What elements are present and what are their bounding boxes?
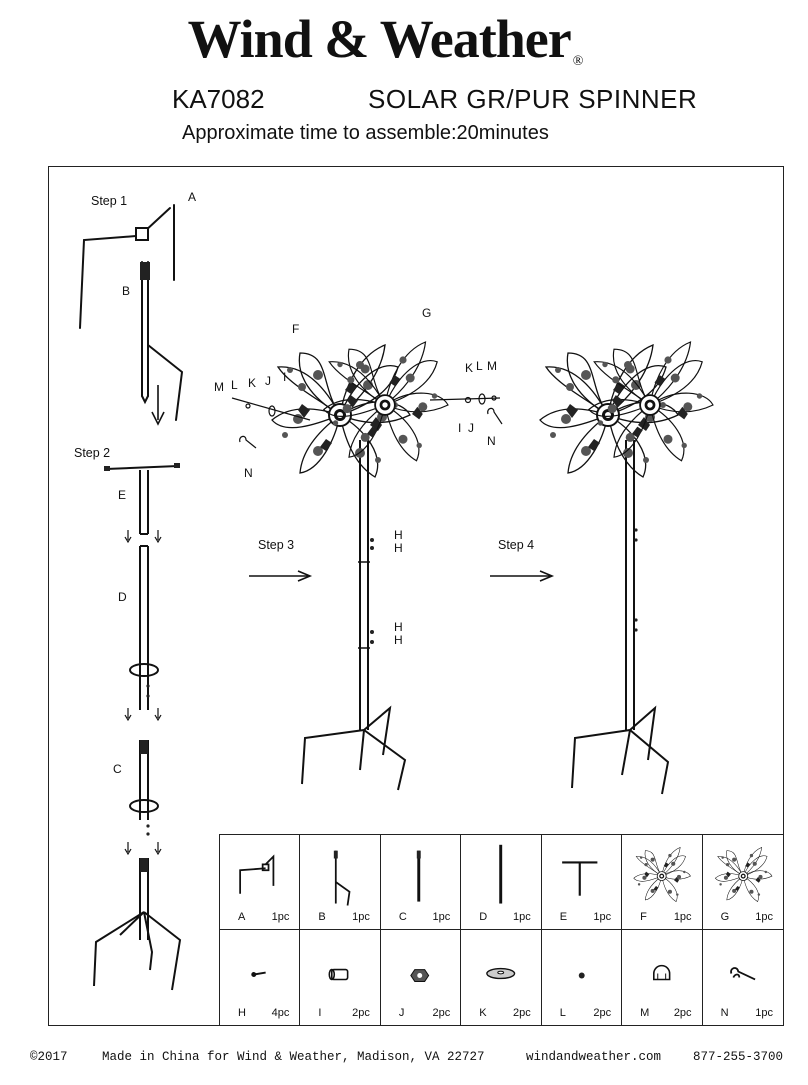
part-qty: 4pc	[271, 1007, 290, 1019]
callout-l-left: L	[231, 378, 238, 392]
footer-made-in: Made in China for Wind & Weather, Madiso…	[102, 1050, 485, 1064]
callout-n-right: N	[487, 434, 496, 448]
part-cell-d: D 1pc	[461, 835, 542, 930]
part-cell-c: C 1pc	[380, 835, 462, 930]
part-letter: N	[720, 1007, 729, 1019]
part-letter: H	[238, 1007, 246, 1019]
step-4-label: Step 4	[498, 538, 535, 552]
part-letter: E	[559, 911, 568, 923]
part-qty: 1pc	[432, 911, 451, 923]
part-letter: A	[238, 911, 246, 923]
pole-section-d-icon	[499, 844, 503, 904]
step-1-label: Step 1	[91, 194, 128, 208]
washer-icon	[486, 967, 516, 980]
part-qty: 2pc	[512, 1007, 531, 1019]
part-letter: C	[398, 911, 407, 923]
part-qty: 1pc	[673, 911, 692, 923]
brand-name: Wind & Weather	[187, 9, 572, 69]
t-bar-icon	[561, 861, 598, 896]
step-2-label: Step 2	[74, 446, 111, 460]
part-cell-e: E 1pc	[541, 835, 623, 930]
cap-nut-icon	[653, 964, 671, 981]
part-letter: F	[640, 911, 647, 923]
nut-icon	[410, 969, 430, 982]
part-qty: 2pc	[432, 1007, 451, 1019]
stake-leg-icon	[334, 850, 351, 906]
part-cell-h: H 4pc	[220, 930, 301, 1025]
callout-h2: H	[394, 541, 403, 555]
part-letter: M	[640, 1007, 650, 1019]
callout-m-left: M	[214, 380, 224, 394]
part-letter: J	[398, 1007, 405, 1019]
part-qty: 1pc	[755, 911, 773, 923]
part-qty: 2pc	[352, 1007, 370, 1019]
callout-k-left: K	[248, 376, 257, 390]
part-qty: 2pc	[673, 1007, 692, 1019]
callout-a: A	[188, 190, 197, 204]
brand-logo: Wind & Weather®	[0, 8, 770, 70]
part-cell-k: K 2pc	[461, 930, 542, 1025]
callout-i-left: I	[283, 370, 287, 384]
callout-k-right: K	[465, 361, 474, 375]
part-letter: I	[318, 1007, 322, 1019]
callout-b: B	[122, 284, 131, 298]
part-letter: B	[318, 911, 326, 923]
callout-h3: H	[394, 620, 403, 634]
parts-list-table: A 1pc B 1pc C 1pc D 1pc E 1pc F 1pc G 1p…	[219, 834, 784, 1026]
part-cell-m: M 2pc	[622, 930, 703, 1025]
part-qty: 1pc	[755, 1007, 773, 1019]
callout-d: D	[118, 590, 127, 604]
part-cell-g: G 1pc	[702, 835, 783, 930]
callout-f: F	[292, 322, 300, 336]
footer-website: windandweather.com	[526, 1050, 662, 1064]
part-cell-b: B 1pc	[300, 835, 381, 930]
part-cell-i: I 2pc	[300, 930, 381, 1025]
callout-g: G	[422, 306, 432, 320]
part-cell-n: N 1pc	[703, 930, 783, 1025]
footer-phone: 877-255-3700	[693, 1050, 784, 1064]
spacer-icon	[328, 968, 349, 981]
model-number: KA7082	[172, 84, 265, 114]
callout-j-right: J	[468, 421, 474, 435]
part-qty: 1pc	[271, 911, 290, 923]
part-cell-a: A 1pc	[220, 835, 301, 930]
part-qty: 1pc	[352, 911, 370, 923]
part-qty: 1pc	[512, 911, 531, 923]
part-cell-j: J 2pc	[381, 930, 462, 1025]
pole-section-c-icon	[416, 850, 421, 902]
callout-c: C	[113, 762, 122, 776]
callout-h1: H	[394, 528, 403, 542]
part-qty: 1pc	[593, 911, 612, 923]
callout-l-right: L	[476, 359, 483, 373]
callout-h4: H	[394, 633, 403, 647]
stake-top-icon	[239, 854, 275, 894]
callout-i-right: I	[458, 421, 462, 435]
registered-mark: ®	[572, 54, 584, 69]
part-cell-f: F 1pc	[622, 835, 703, 930]
callout-n-left: N	[244, 466, 253, 480]
part-letter: D	[479, 911, 488, 923]
part-cell-l: L 2pc	[542, 930, 623, 1025]
screw-icon	[251, 971, 266, 978]
assembly-time: Approximate time to assemble:20minutes	[182, 122, 549, 144]
callout-j-left: J	[265, 374, 271, 388]
footer-copyright: ©2017	[30, 1050, 68, 1064]
part-qty: 2pc	[593, 1007, 612, 1019]
part-letter: G	[720, 911, 730, 923]
part-letter: L	[559, 1007, 566, 1019]
small-washer-icon	[578, 972, 585, 979]
part-letter: K	[479, 1007, 487, 1019]
step-3-label: Step 3	[258, 538, 295, 552]
callout-m-right: M	[487, 359, 497, 373]
callout-e: E	[118, 488, 127, 502]
wrench-icon	[729, 967, 756, 981]
product-name: SOLAR GR/PUR SPINNER	[368, 84, 698, 114]
